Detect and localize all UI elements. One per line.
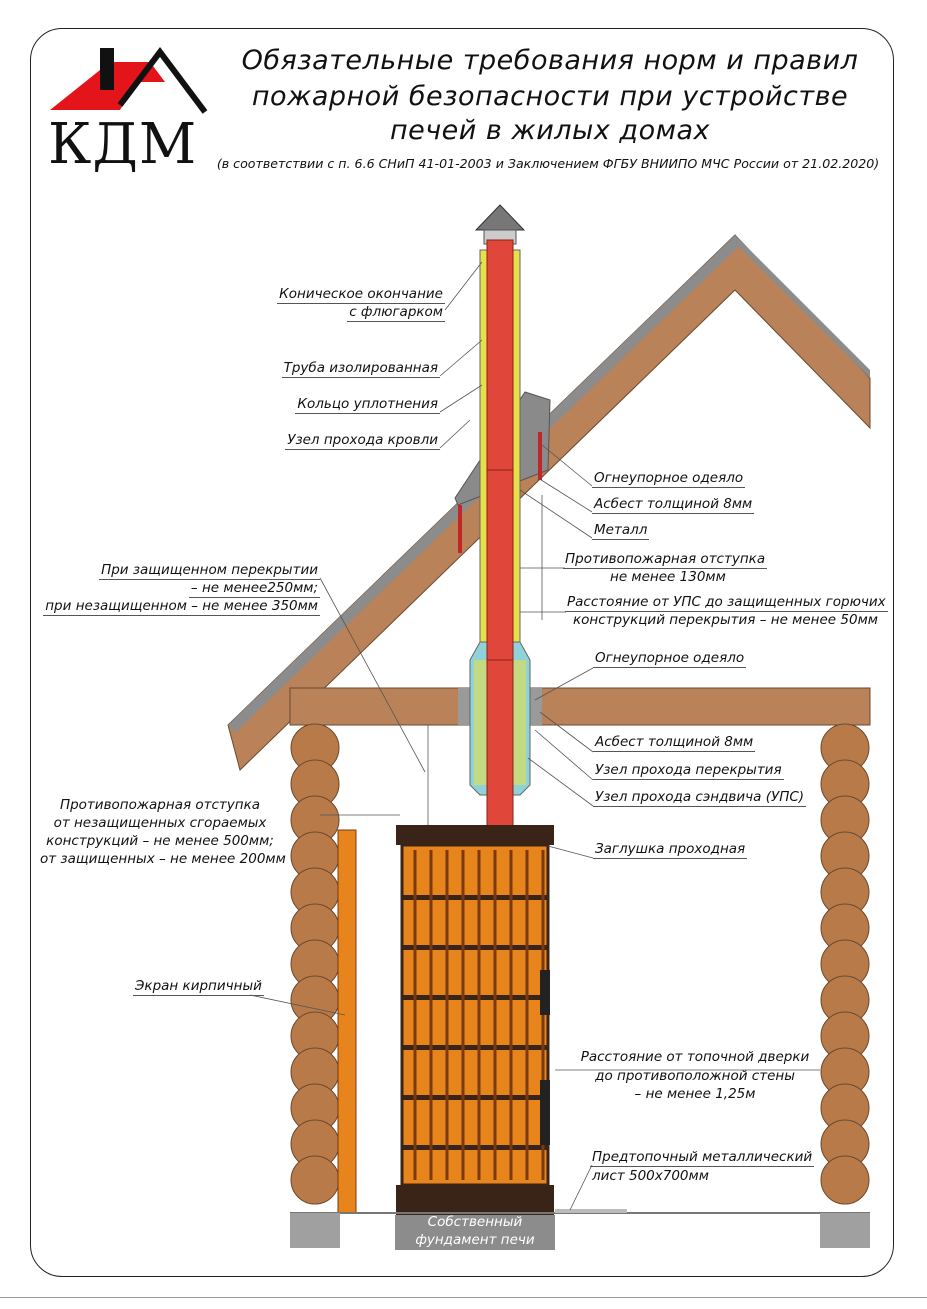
label-ceiling-gap: – не менее250мм; [188, 580, 320, 598]
label-wall-clearance: конструкций – не менее 500мм; [46, 833, 274, 849]
label-pass-plug: Заглушка проходная [593, 841, 748, 859]
label-ceiling-gap: при незащищенном – не менее 350мм [43, 598, 320, 616]
label-door-distance: до противоположной стены [595, 1068, 795, 1084]
label-door-distance: Расстояние от топочной дверки [580, 1049, 810, 1065]
logo-roof-icon [50, 47, 208, 114]
label-roof-pass: Узел прохода кровли [285, 432, 440, 450]
label-pre-furnace-sheet: Предтопочный металлический [590, 1149, 815, 1167]
title-line-1: Обязательные требования норм и правил [241, 45, 859, 76]
label-metal: Металл [592, 522, 650, 540]
label-brick-screen: Экран кирпичный [133, 978, 264, 996]
label-wall-clearance: Противопожарная отступка [59, 797, 261, 813]
label-fire-blanket-ceiling: Огнеупорное одеяло [593, 650, 747, 668]
logo-text: КДМ [48, 112, 198, 177]
label-ups-distance: конструкций перекрытия – не менее 50мм [573, 612, 878, 628]
label-ups-distance: Расстояние от УПС до защищенных горючих [565, 594, 888, 612]
stove [396, 825, 554, 1215]
stove-band [402, 1145, 548, 1150]
title-line-2: пожарной безопасности при устройстве [251, 81, 849, 112]
label-asbestos-roof: Асбест толщиной 8мм [592, 496, 755, 514]
ceiling-beam [289, 687, 871, 726]
brick-screen [337, 829, 357, 1214]
label-wall-clearance: от незащищенных сгораемых [53, 815, 267, 831]
divider [0, 1297, 927, 1298]
pre-furnace-sheet [555, 1209, 627, 1213]
label-fire-blanket-roof: Огнеупорное одеяло [592, 470, 746, 488]
label-cone-cap: Коническое окончание [277, 286, 445, 304]
label-roof-clearance: Противопожарная отступка [563, 551, 768, 569]
label-pre-furnace-sheet: лист 500х700мм [592, 1168, 709, 1184]
chimney [469, 204, 531, 841]
label-cone-cap: с флюгарком [347, 304, 445, 322]
label-asbestos-ceiling: Асбест толщиной 8мм [593, 734, 756, 752]
label-foundation: фундамент печи [415, 1232, 535, 1248]
subtitle: (в соответствии с п. 6.6 СНиП 41-01-2003… [216, 156, 880, 171]
stove-band [402, 1095, 548, 1100]
stove-band [402, 945, 548, 950]
label-door-distance: – не менее 1,25м [634, 1086, 756, 1102]
leader-lines [249, 261, 820, 1211]
stove-band [402, 895, 548, 900]
poster-frame [30, 28, 894, 1277]
log [820, 1155, 870, 1205]
label-roof-clearance: не менее 130мм [610, 569, 726, 585]
log [290, 1155, 340, 1205]
label-wall-clearance: от защищенных – не менее 200мм [40, 851, 286, 867]
log-walls [290, 723, 870, 1205]
label-insulated-pipe: Труба изолированная [281, 360, 440, 378]
title-line-3: печей в жилых домах [389, 115, 711, 146]
label-foundation: Собственный [427, 1214, 523, 1230]
label-seal-ring: Кольцо уплотнения [295, 396, 440, 414]
label-ceiling-gap: При защищенном перекрытии [99, 562, 320, 580]
label-ceiling-pass: Узел прохода перекрытия [593, 762, 784, 780]
stove-band [402, 995, 548, 1000]
stove-band [402, 1045, 548, 1050]
label-sandwich-pass: Узел прохода сэндвича (УПС) [593, 789, 807, 807]
stove-foundation [395, 1215, 555, 1250]
